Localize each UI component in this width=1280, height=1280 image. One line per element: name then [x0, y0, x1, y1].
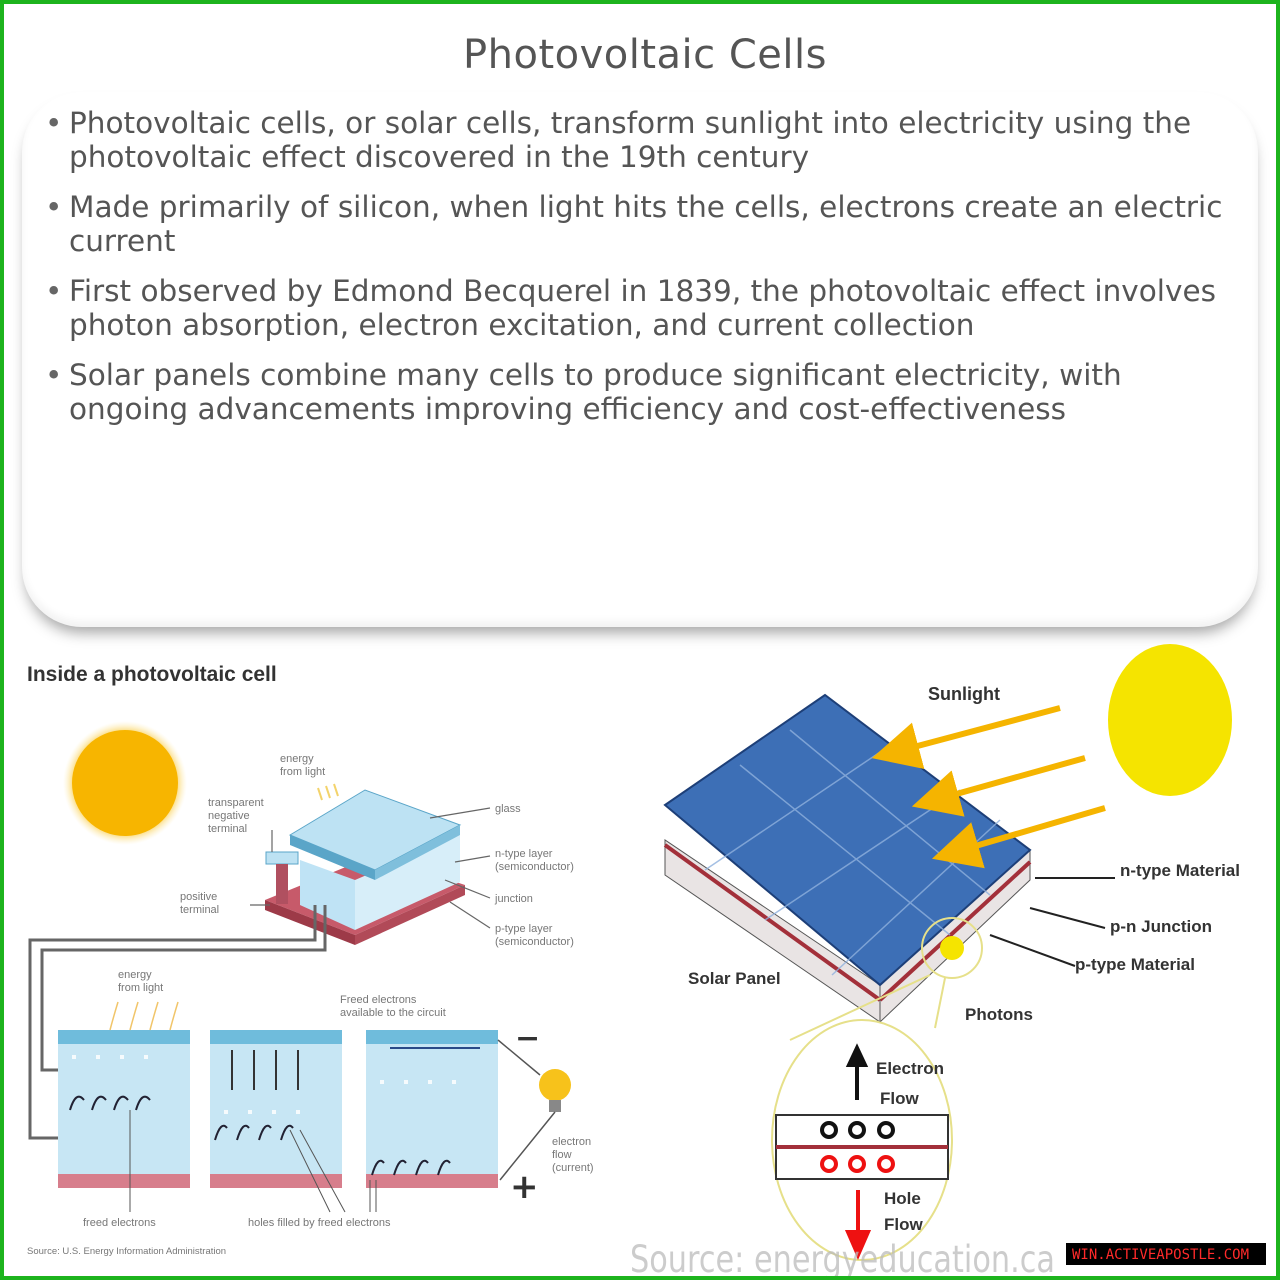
- photons-label: Photons: [965, 1005, 1033, 1024]
- n-type-layer-label: n-type layer(semiconductor): [495, 848, 574, 873]
- sun-icon: [1108, 644, 1232, 796]
- sunlight-label: Sunlight: [928, 684, 1000, 704]
- photon-icon: [940, 936, 964, 960]
- source-watermark: Source: energyeducation.ca: [630, 1238, 1055, 1280]
- hole-flow-arrow-icon: [844, 1190, 872, 1261]
- right-diagram: Sunlight n-type Material p-n Junction p-…: [630, 644, 1240, 1280]
- wire: [28, 905, 317, 1140]
- n-type-material-label: n-type Material: [1120, 861, 1240, 880]
- solar-panel-illustration: [663, 693, 1032, 1024]
- site-badge: WIN.ACTIVEAPOSTLE.COM: [1066, 1243, 1266, 1265]
- cell-stack-illustration: [265, 783, 465, 945]
- solar-panel-label: Solar Panel: [688, 969, 781, 988]
- p-type-layer-label: p-type layer(semiconductor): [495, 923, 574, 948]
- bullet-item: Solar panels combine many cells to produ…: [45, 358, 1245, 426]
- bullet-item: Photovoltaic cells, or solar cells, tran…: [45, 106, 1245, 174]
- leader-lines: [989, 877, 1115, 967]
- leader-line: [289, 1129, 377, 1213]
- zoom-lines: [789, 974, 946, 1041]
- minus-sign: −: [515, 1021, 540, 1056]
- leader-lines: [250, 807, 491, 929]
- cell-panel-3: [366, 1030, 498, 1188]
- freed-electrons-label: freed electrons: [83, 1217, 156, 1229]
- bullet-list: Photovoltaic cells, or solar cells, tran…: [45, 106, 1245, 442]
- bullet-item: Made primarily of silicon, when light hi…: [45, 190, 1245, 258]
- junction-label: junction: [494, 893, 533, 905]
- lattice-dots: [72, 1055, 456, 1114]
- pn-cross-section: [775, 1114, 949, 1180]
- glass-label: glass: [495, 803, 521, 815]
- cell-panel-1: [58, 1001, 190, 1188]
- site-badge-text: WIN.ACTIVEAPOSTLE.COM: [1072, 1247, 1249, 1263]
- electron-flow-arrow-icon: [845, 1043, 869, 1100]
- sun-core: [72, 730, 178, 836]
- cell-panel-2: [210, 1030, 342, 1188]
- circuit-wire: [497, 1039, 556, 1181]
- pn-junction-label: p-n Junction: [1110, 917, 1212, 936]
- light-bulb-icon: [539, 1069, 571, 1112]
- left-diagram-title: Inside a photovoltaic cell: [27, 663, 277, 686]
- sunlight-arrows: [871, 705, 1106, 869]
- source-label: Source: U.S. Energy Information Administ…: [27, 1246, 226, 1257]
- holes-filled-label: holes filled by freed electrons: [248, 1217, 391, 1229]
- bullet-item: First observed by Edmond Becquerel in 18…: [45, 274, 1245, 342]
- magnify-circle: [921, 917, 983, 979]
- wire: [40, 905, 327, 1072]
- p-type-material-label: p-type Material: [1075, 955, 1195, 974]
- page-title: Photovoltaic Cells: [463, 32, 827, 78]
- plus-sign: +: [510, 1167, 539, 1207]
